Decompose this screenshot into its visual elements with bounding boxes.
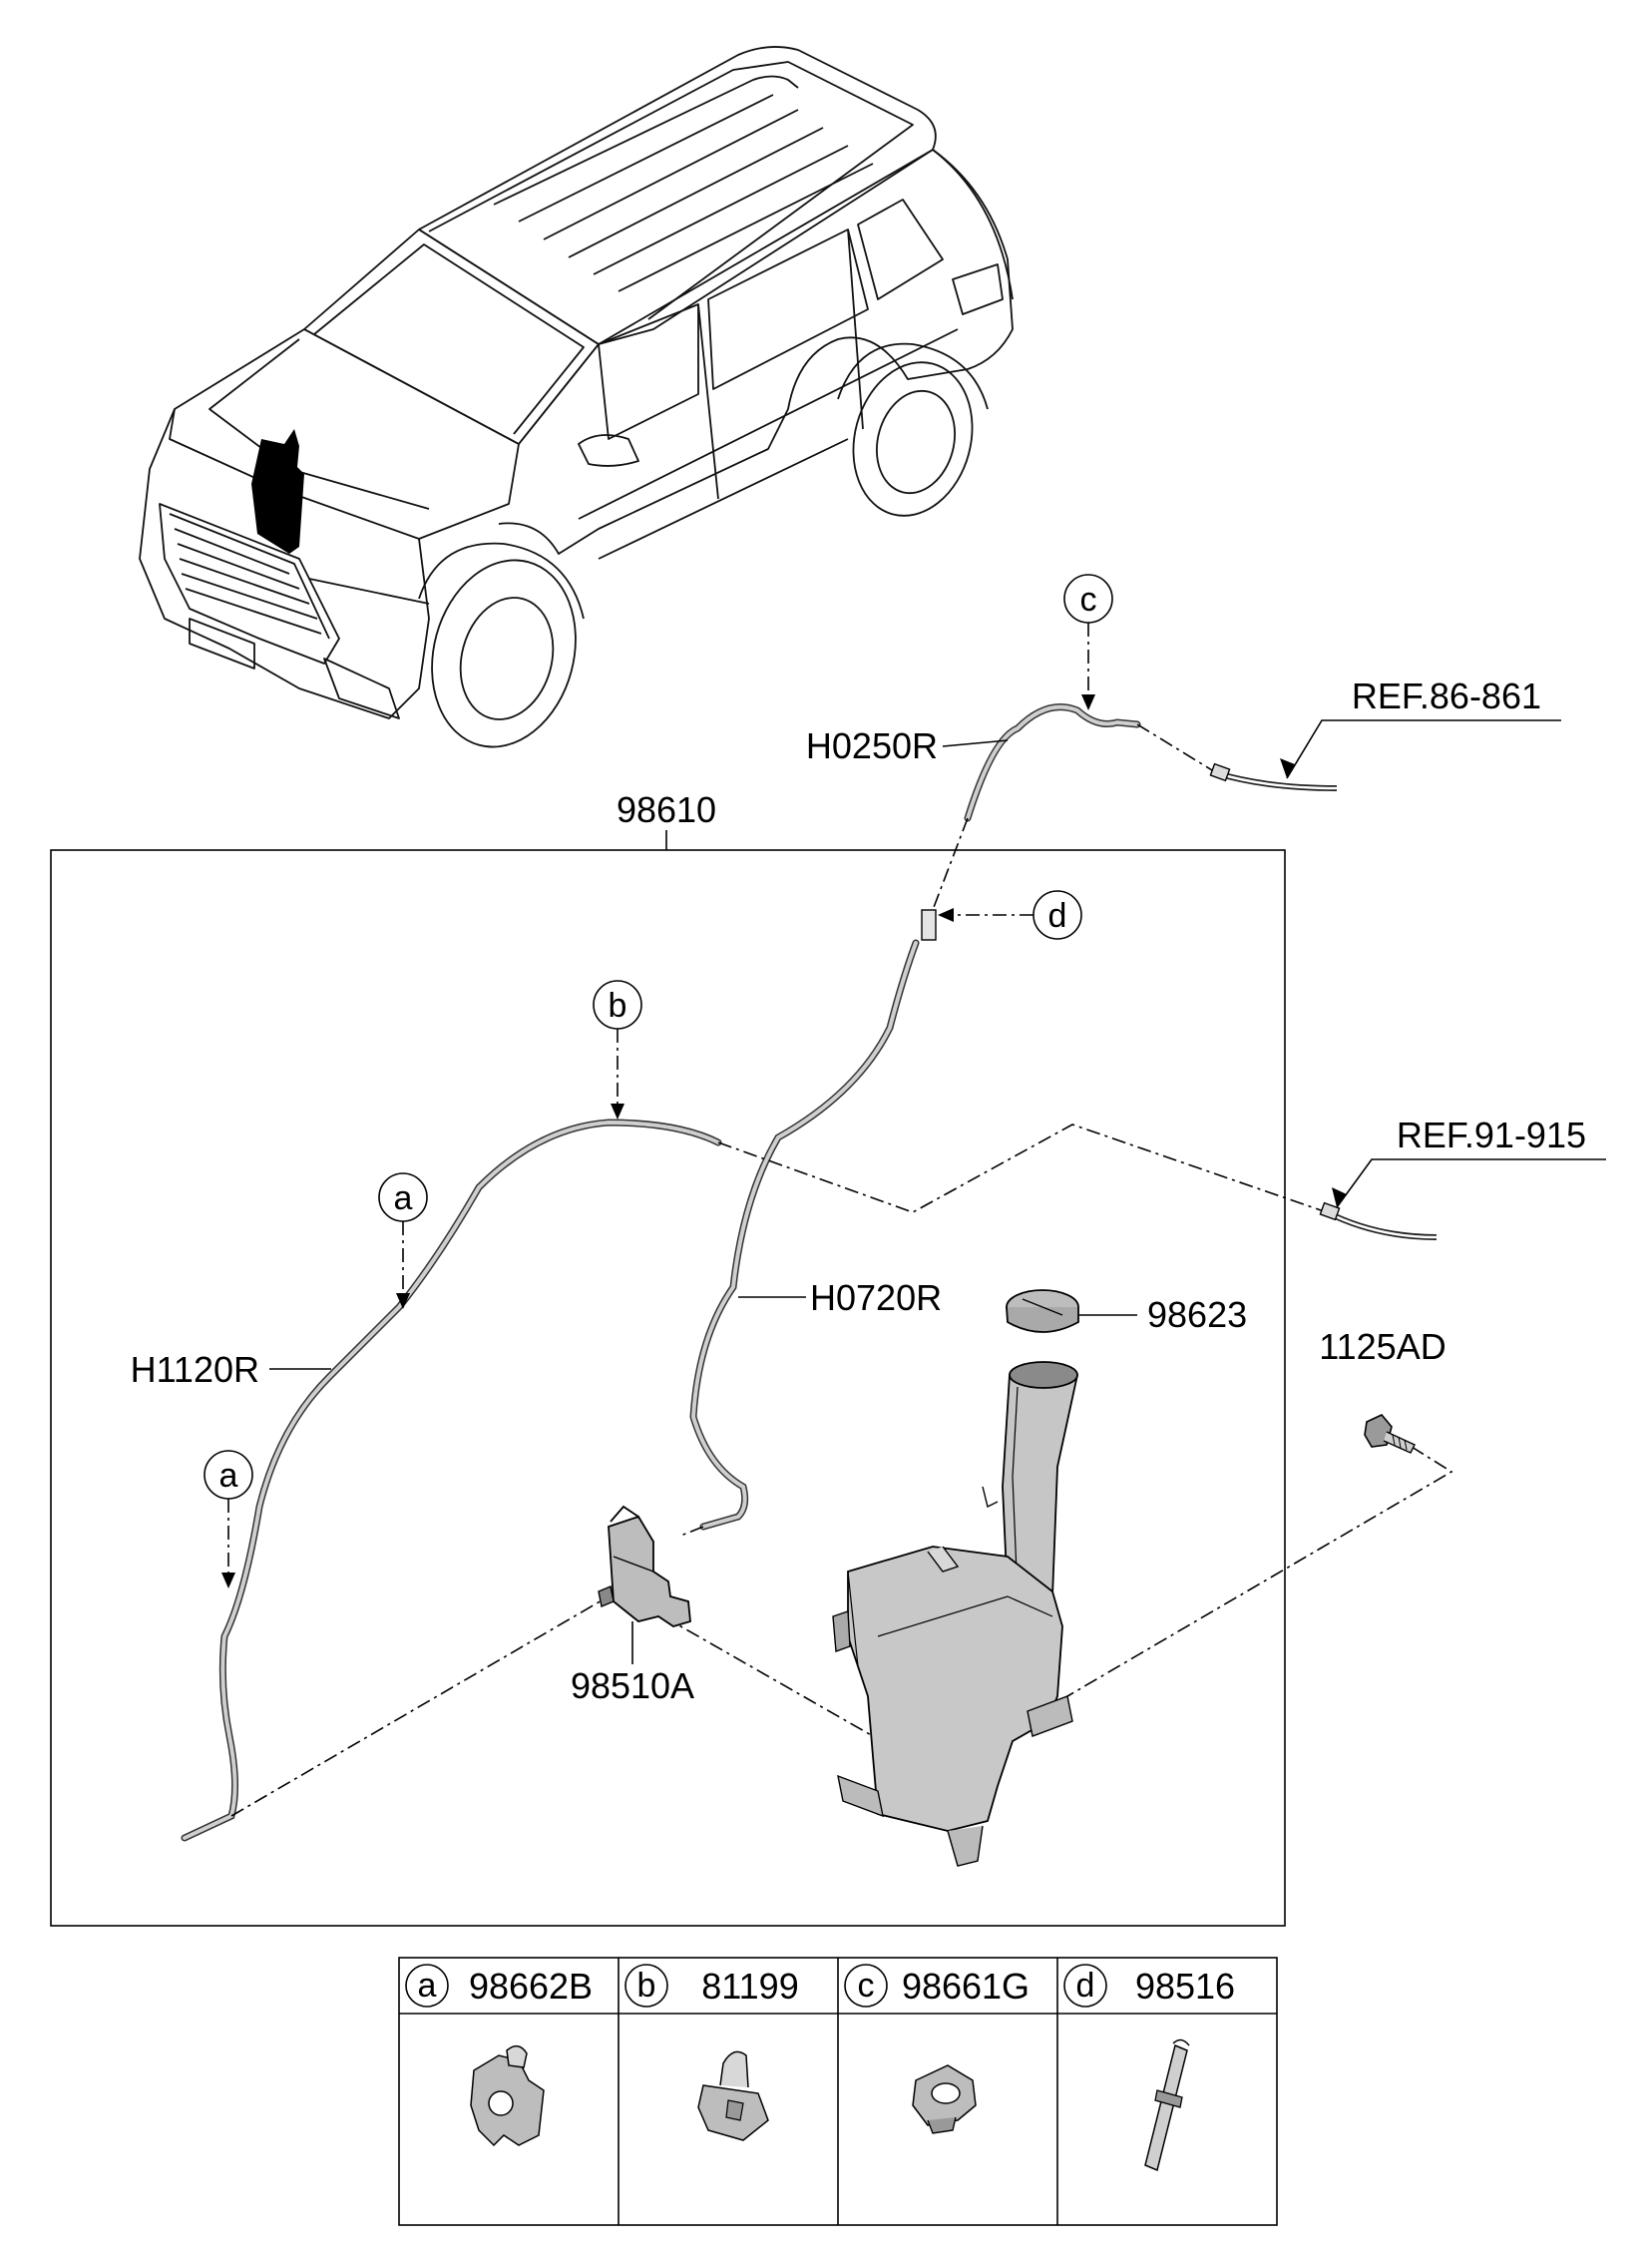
ref-91-915-hose xyxy=(1319,1201,1438,1240)
clip-98662b-icon xyxy=(470,2044,545,2147)
callout-d: d xyxy=(938,890,1082,940)
reservoir-cap xyxy=(1006,1289,1079,1333)
h0720r-label: H0720R xyxy=(810,1277,942,1318)
table-header-b: b 81199 xyxy=(624,1964,799,2008)
vehicle-illustration xyxy=(139,46,1014,748)
svg-text:81199: 81199 xyxy=(701,1966,798,2007)
svg-text:d: d xyxy=(1076,1967,1095,2005)
svg-text:a: a xyxy=(394,1179,413,1217)
hose-h0720r xyxy=(689,939,920,1531)
callout-b: b xyxy=(593,980,642,1120)
callout-a-lower: a xyxy=(204,1450,253,1588)
connector-98516 xyxy=(921,909,937,941)
svg-text:a: a xyxy=(219,1457,238,1495)
assembly-label: 98610 xyxy=(617,789,716,830)
svg-text:b: b xyxy=(609,987,627,1025)
assembly-box xyxy=(50,849,1286,1927)
clip-81199-icon xyxy=(697,2050,769,2141)
pump-label: 98510A xyxy=(571,1665,694,1706)
parts-table: a 98662B b 81199 c 98661G d 98516 xyxy=(398,1957,1278,2226)
cap-label: 98623 xyxy=(1147,1294,1247,1335)
clip-98661g-icon xyxy=(912,2064,977,2134)
svg-text:a: a xyxy=(418,1967,437,2005)
table-header-a: a 98662B xyxy=(405,1964,593,2008)
svg-text:98662B: 98662B xyxy=(469,1966,593,2007)
h0250r-label: H0250R xyxy=(806,725,938,766)
connector-98516-icon xyxy=(1144,2038,1190,2172)
callout-a-upper: a xyxy=(378,1172,428,1309)
hose-h1120r xyxy=(181,1119,722,1842)
svg-text:d: d xyxy=(1048,897,1067,935)
svg-text:b: b xyxy=(637,1967,656,2005)
washer-reservoir xyxy=(832,1361,1079,1867)
bolt-label: 1125AD xyxy=(1319,1326,1446,1367)
ref-91-915-label: REF.91-915 xyxy=(1397,1115,1586,1155)
svg-text:c: c xyxy=(858,1967,875,2005)
bolt xyxy=(1364,1414,1416,1454)
ref-86-861-hose xyxy=(1209,762,1338,791)
hose-h0250r xyxy=(964,703,1141,822)
svg-text:98516: 98516 xyxy=(1135,1966,1235,2007)
callout-c: c xyxy=(1063,574,1113,710)
table-header-d: d 98516 xyxy=(1063,1964,1235,2008)
ref-86-861-label: REF.86-861 xyxy=(1352,676,1541,716)
svg-text:c: c xyxy=(1080,581,1097,619)
reservoir-highlight xyxy=(251,429,304,554)
table-header-c: c 98661G xyxy=(844,1964,1030,2008)
h1120r-label: H1120R xyxy=(131,1349,259,1390)
svg-text:98661G: 98661G xyxy=(902,1966,1030,2007)
washer-pump xyxy=(598,1505,691,1627)
